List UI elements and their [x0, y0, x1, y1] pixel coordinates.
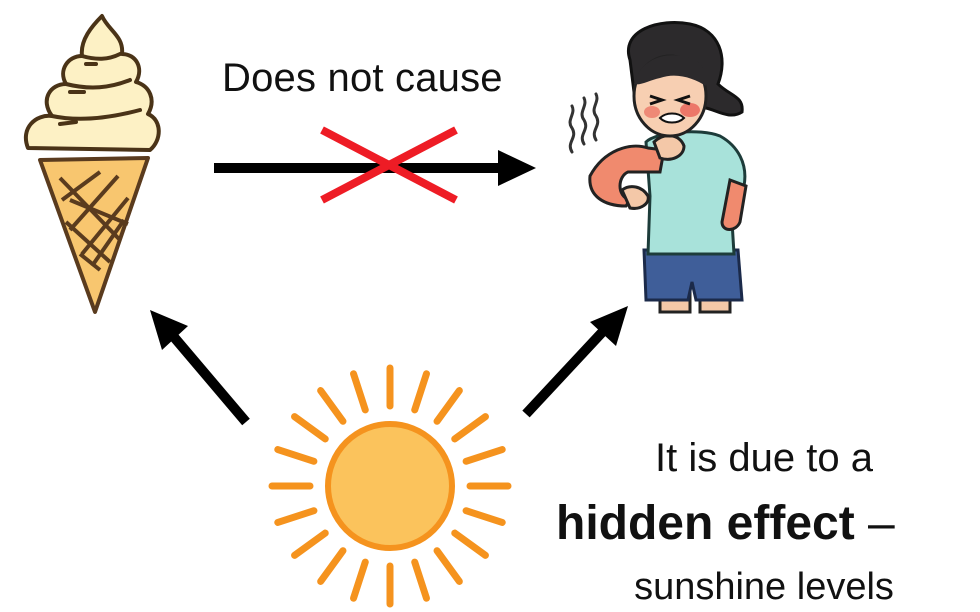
sun-icon [272, 368, 508, 604]
sun-ray [455, 417, 486, 439]
sun-ray [466, 450, 502, 462]
sun-ray [437, 551, 459, 582]
sun-ray [415, 374, 427, 410]
sun-ray [415, 562, 427, 598]
explanation-line3: sunshine levels [548, 566, 980, 609]
sun-ray [437, 391, 459, 422]
hidden-effect-emphasis: hidden effect [548, 497, 855, 550]
sun-ray [455, 533, 486, 555]
sun-ray [354, 562, 366, 598]
sun-ray [295, 533, 326, 555]
sun-ray [466, 511, 502, 523]
explanation-line2: hidden effect – [548, 496, 980, 551]
sun-ray [278, 511, 314, 523]
sun-ray [295, 417, 326, 439]
sun-ray [321, 551, 343, 582]
sunburned-person-icon [570, 23, 746, 313]
ice-cream-icon [26, 16, 159, 312]
sun-ray [278, 450, 314, 462]
sun-to-ice-cream-arrow [150, 310, 246, 422]
explanation-line1: It is due to a [548, 436, 980, 481]
sun-to-sunburn-arrow [526, 306, 628, 414]
sun-ray [321, 391, 343, 422]
dash: – [855, 497, 895, 550]
sun-ray [354, 374, 366, 410]
does-not-cause-label: Does not cause [222, 56, 503, 101]
